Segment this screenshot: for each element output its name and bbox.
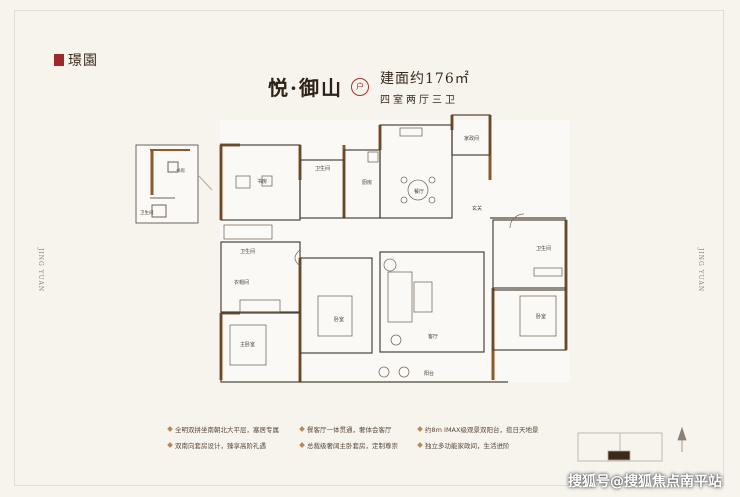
- room-bath-3: 卫生间: [536, 245, 551, 252]
- bullet-icon: [167, 442, 173, 448]
- brand-logo: 璟園: [54, 50, 98, 70]
- area-text: 建面约176㎡: [380, 71, 470, 87]
- inset-plan: [135, 144, 213, 224]
- side-label-right: JING YUAN: [697, 248, 704, 293]
- unit-stamp: 户: [350, 77, 369, 96]
- feature-4: 双南向套房设计，臻享高阶礼遇: [167, 440, 266, 450]
- watermark: 搜狐号@搜狐焦点南平站: [568, 474, 722, 490]
- main-plan: [219, 114, 570, 383]
- page-frame: [14, 10, 724, 486]
- bullet-icon: [417, 442, 423, 448]
- bullet-icon: [167, 426, 173, 432]
- room-balcony: 阳台: [424, 370, 434, 377]
- brand-name: 璟園: [68, 53, 98, 69]
- bullet-icon: [299, 442, 305, 448]
- page-title: 悦·御山: [268, 76, 343, 100]
- side-label-left: JING YUAN: [37, 248, 44, 293]
- room-bath-2: 卫生间: [240, 248, 255, 255]
- bullet-icon: [417, 426, 423, 432]
- room-cloakroom: 衣帽间: [234, 279, 249, 286]
- feature-2: 餐客厅一体贯通，奢体会客厅: [299, 424, 392, 434]
- seal-icon: [54, 54, 64, 66]
- room-study: 书房: [257, 178, 267, 185]
- room-laundry: 家政间: [464, 135, 479, 142]
- compass-icon: [677, 426, 687, 452]
- area-info: 建面约176㎡ 四室两厅三卫: [380, 68, 470, 106]
- room-living: 客厅: [428, 333, 438, 340]
- room-entrance: 玄关: [472, 205, 482, 212]
- feature-3: 约8m IMAX级观景双阳台，揽日天地景: [417, 424, 538, 434]
- title-block: 悦·御山 户: [268, 72, 369, 101]
- inset-study: 书房: [176, 167, 185, 174]
- mini-unit-diagram: [577, 432, 663, 462]
- feature-5: 总裁级奢阔主卧套房，定制尊崇: [299, 440, 398, 450]
- room-dining: 餐厅: [414, 188, 424, 195]
- bullet-icon: [299, 426, 305, 432]
- room-bath-1: 卫生间: [315, 165, 330, 172]
- room-bedroom: 卧室: [334, 316, 344, 323]
- feature-1: 全明双拼坐南朝北大平层，塞居专属: [167, 424, 279, 434]
- feature-6: 独立多功能家政间，生活进阶: [417, 440, 510, 450]
- room-bedroom-2: 卧室: [536, 313, 546, 320]
- room-master: 主卧室: [240, 341, 255, 348]
- room-kitchen: 厨房: [362, 179, 372, 186]
- inset-bath: 卫生间: [140, 209, 154, 216]
- layout-text: 四室两厅三卫: [380, 95, 458, 106]
